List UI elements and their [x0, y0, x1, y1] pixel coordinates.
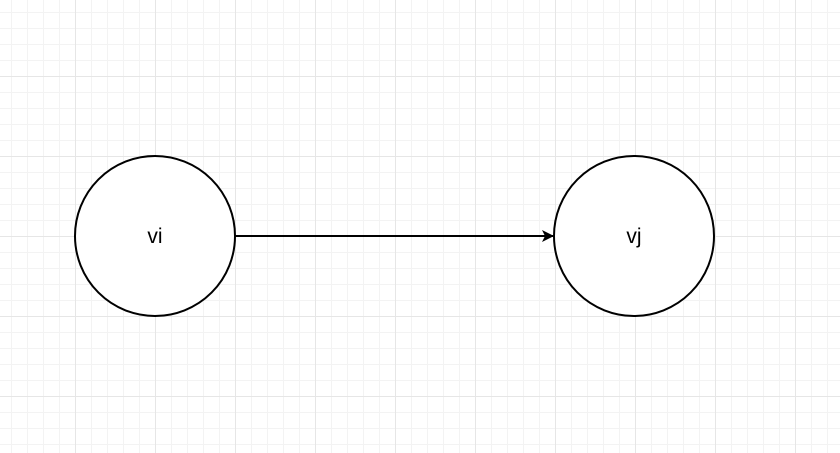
node-vi-label: vi — [147, 225, 163, 248]
node-vi[interactable] — [74, 155, 236, 317]
node-vj[interactable] — [553, 155, 715, 317]
node-vj-label: vj — [626, 225, 642, 248]
